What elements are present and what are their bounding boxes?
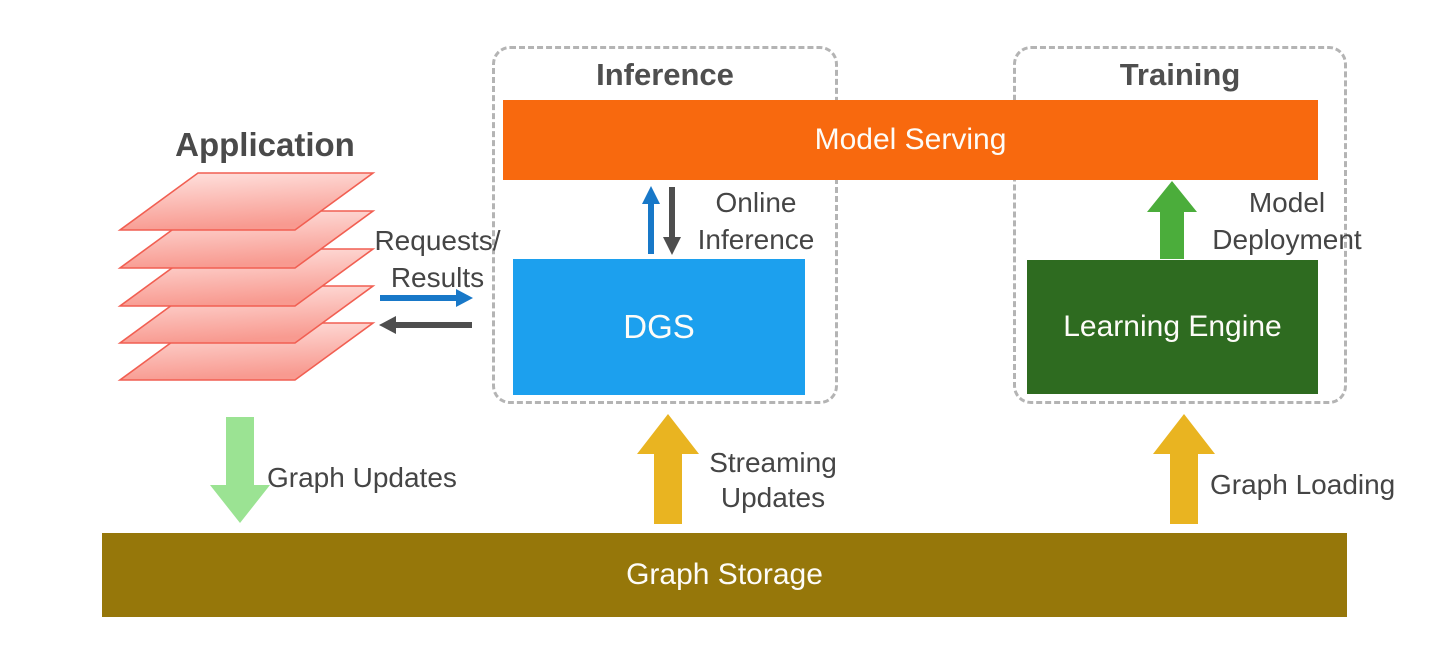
graph-loading-label: Graph Loading	[1210, 469, 1396, 500]
learning-engine-box: Learning Engine	[1027, 260, 1318, 394]
app-layer-3	[117, 248, 376, 307]
graph-updates-arrow	[210, 417, 270, 523]
app-layer-1	[117, 172, 376, 231]
application-title: Application	[175, 126, 355, 163]
training-group-box	[1013, 46, 1347, 404]
requests-results-label: Requests/ Results	[374, 225, 501, 293]
dgs-label: DGS	[623, 308, 695, 345]
graph-updates-label: Graph Updates	[267, 462, 457, 493]
graph-loading-arrow	[1153, 414, 1215, 524]
app-layer-5	[117, 322, 376, 381]
learning-engine-label: Learning Engine	[1063, 310, 1282, 343]
dgs-box: DGS	[513, 259, 805, 395]
app-layer-4	[117, 285, 376, 344]
model-serving-bar: Model Serving	[503, 100, 1318, 180]
graph-storage-bar: Graph Storage	[102, 533, 1347, 617]
training-group-title: Training	[1119, 57, 1241, 92]
model-serving-label: Model Serving	[814, 123, 1007, 156]
app-layer-2	[117, 210, 376, 269]
application-layers-icon	[117, 172, 376, 381]
graph-storage-label: Graph Storage	[626, 558, 823, 591]
inference-group-box	[492, 46, 838, 404]
streaming-updates-arrow	[637, 414, 699, 524]
model-deployment-label: Model Deployment	[1212, 187, 1362, 255]
inference-group-title: Inference	[596, 57, 734, 92]
online-inference-label: Online Inference	[697, 187, 815, 255]
results-arrow	[379, 316, 472, 334]
streaming-updates-label: Streaming Updates	[709, 447, 837, 513]
